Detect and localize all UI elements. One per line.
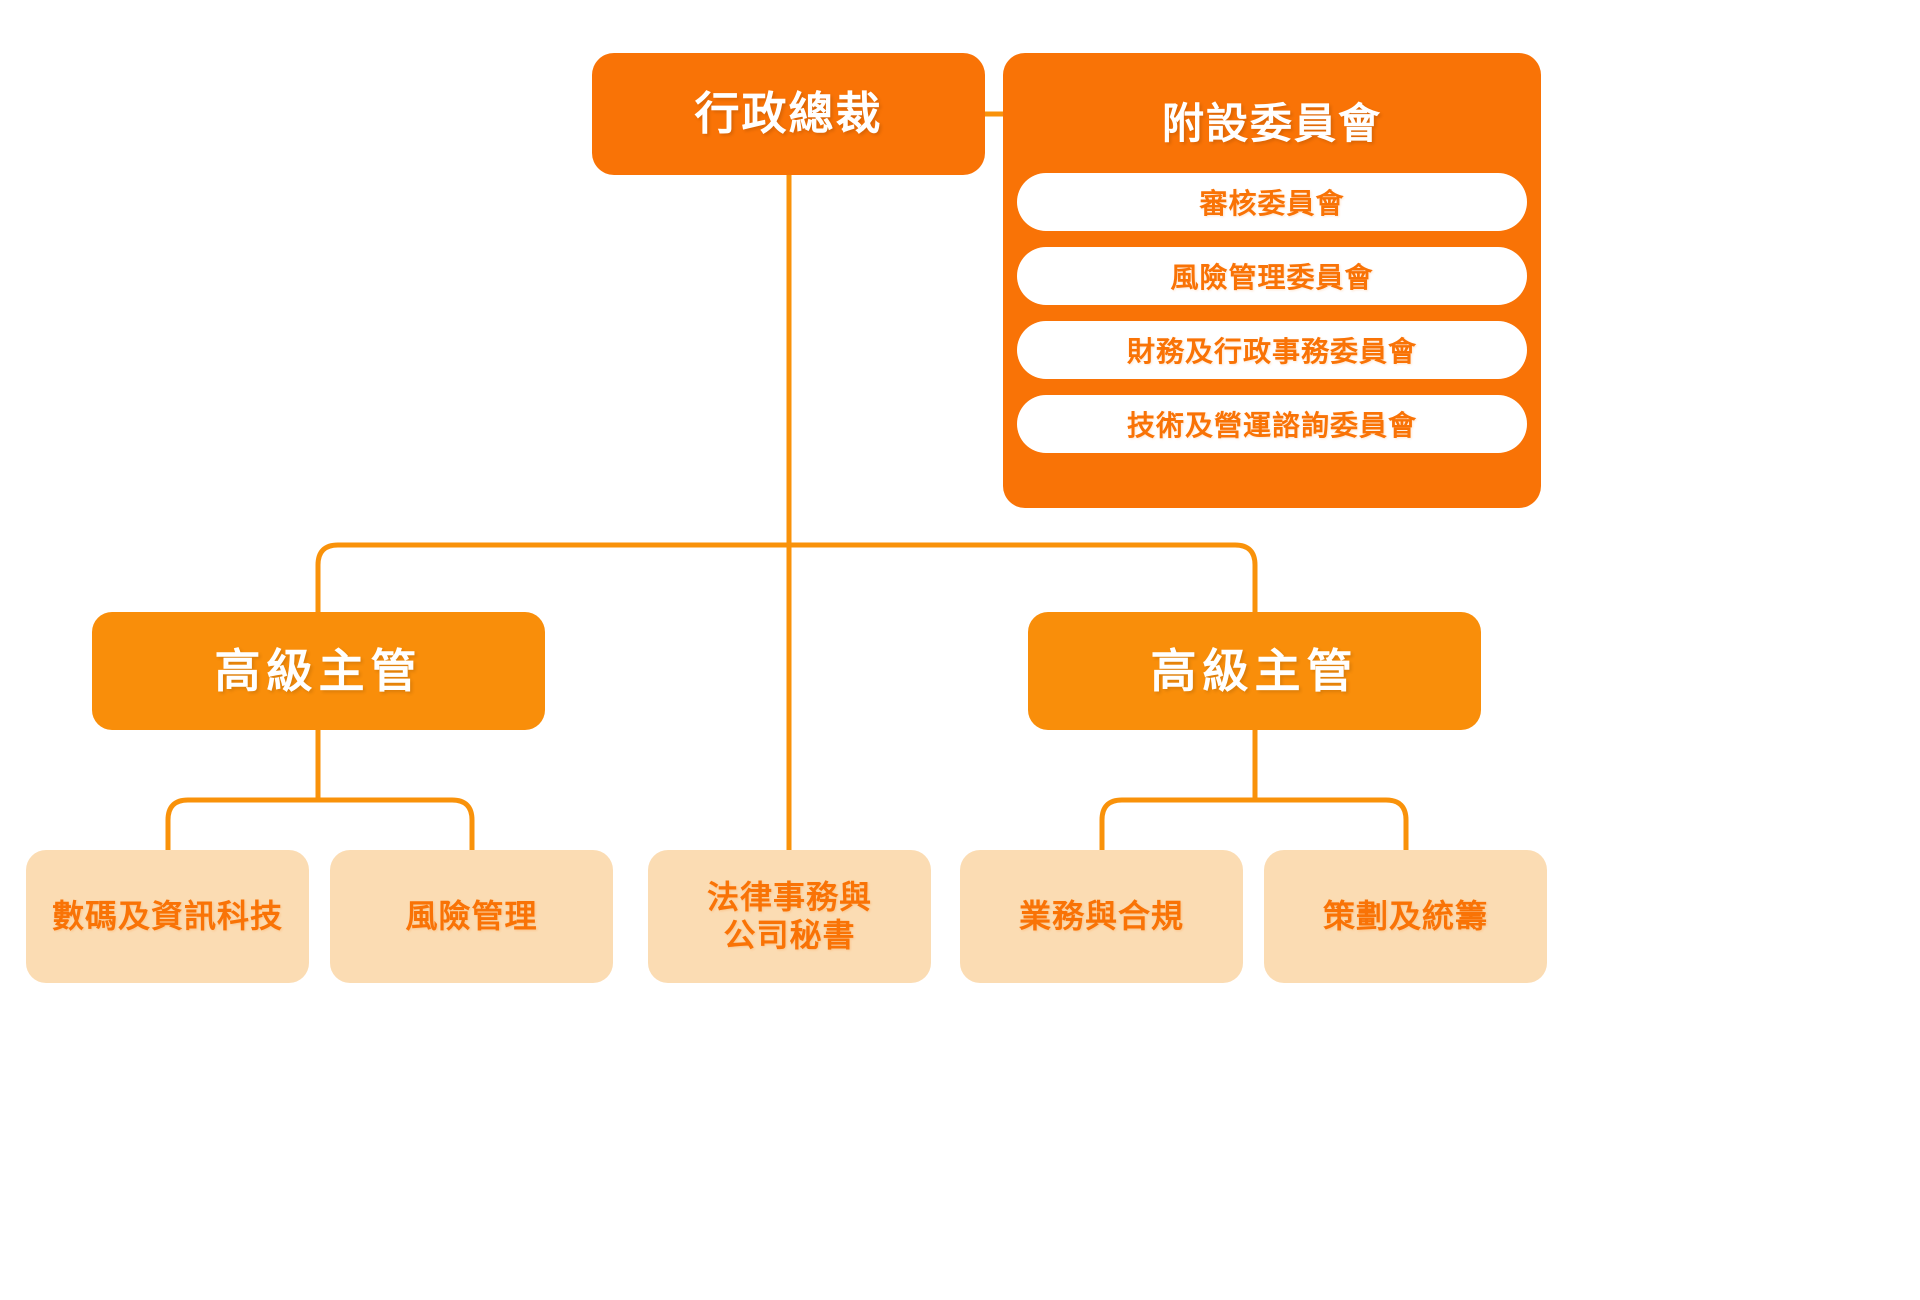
committee-item-audit-label: 審核委員會 (1199, 188, 1345, 219)
connector-right-child-biz (1099, 797, 1255, 850)
committee-item-risk-management[interactable]: 風險管理委員會 (1017, 247, 1527, 305)
node-department-business-compliance-label: 業務與合規 (1018, 897, 1184, 934)
legal-line-2: 公司秘書 (723, 916, 856, 953)
connector-left-child-risk (318, 797, 475, 850)
node-department-digital-it[interactable]: 數碼及資訊科技 (26, 850, 309, 983)
node-department-risk-management-label: 風險管理 (405, 897, 538, 934)
node-department-business-compliance[interactable]: 業務與合規 (960, 850, 1243, 983)
node-department-legal-company-secretary[interactable]: 法律事務與 公司秘書 (648, 850, 931, 983)
committee-item-technology-operations[interactable]: 技術及營運諮詢委員會 (1017, 395, 1527, 453)
connector-right-child-plan (1255, 797, 1409, 850)
committee-item-audit[interactable]: 審核委員會 (1017, 173, 1527, 231)
node-senior-management-left-label: 高級主管 (214, 644, 423, 697)
node-department-legal-company-secretary-label: 法律事務與 公司秘書 (648, 879, 931, 955)
node-department-risk-management[interactable]: 風險管理 (330, 850, 613, 983)
panel-committees[interactable]: 附設委員會 審核委員會 風險管理委員會 財務及行政事務委員會 技術及營運諮詢委員… (1003, 53, 1541, 508)
connector-bus-left (315, 542, 789, 612)
node-department-digital-it-label: 數碼及資訊科技 (51, 897, 283, 934)
committee-item-finance-administration-label: 財務及行政事務委員會 (1126, 336, 1417, 367)
connector-left-child-it (165, 797, 318, 850)
committee-item-risk-management-label: 風險管理委員會 (1170, 262, 1374, 293)
node-senior-management-right-label: 高級主管 (1150, 644, 1359, 697)
node-ceo-label: 行政總裁 (694, 88, 883, 140)
node-ceo[interactable]: 行政總裁 (592, 53, 985, 175)
node-department-planning-coordination[interactable]: 策劃及統籌 (1264, 850, 1547, 983)
node-senior-management-right[interactable]: 高級主管 (1028, 612, 1481, 730)
node-senior-management-left[interactable]: 高級主管 (92, 612, 545, 730)
node-department-planning-coordination-label: 策劃及統籌 (1322, 897, 1488, 934)
committee-item-technology-operations-label: 技術及營運諮詢委員會 (1126, 410, 1417, 441)
panel-committees-title: 附設委員會 (1161, 99, 1382, 147)
connector-bus-right (789, 542, 1258, 612)
committee-item-finance-administration[interactable]: 財務及行政事務委員會 (1017, 321, 1527, 379)
legal-line-1: 法律事務與 (706, 878, 872, 915)
